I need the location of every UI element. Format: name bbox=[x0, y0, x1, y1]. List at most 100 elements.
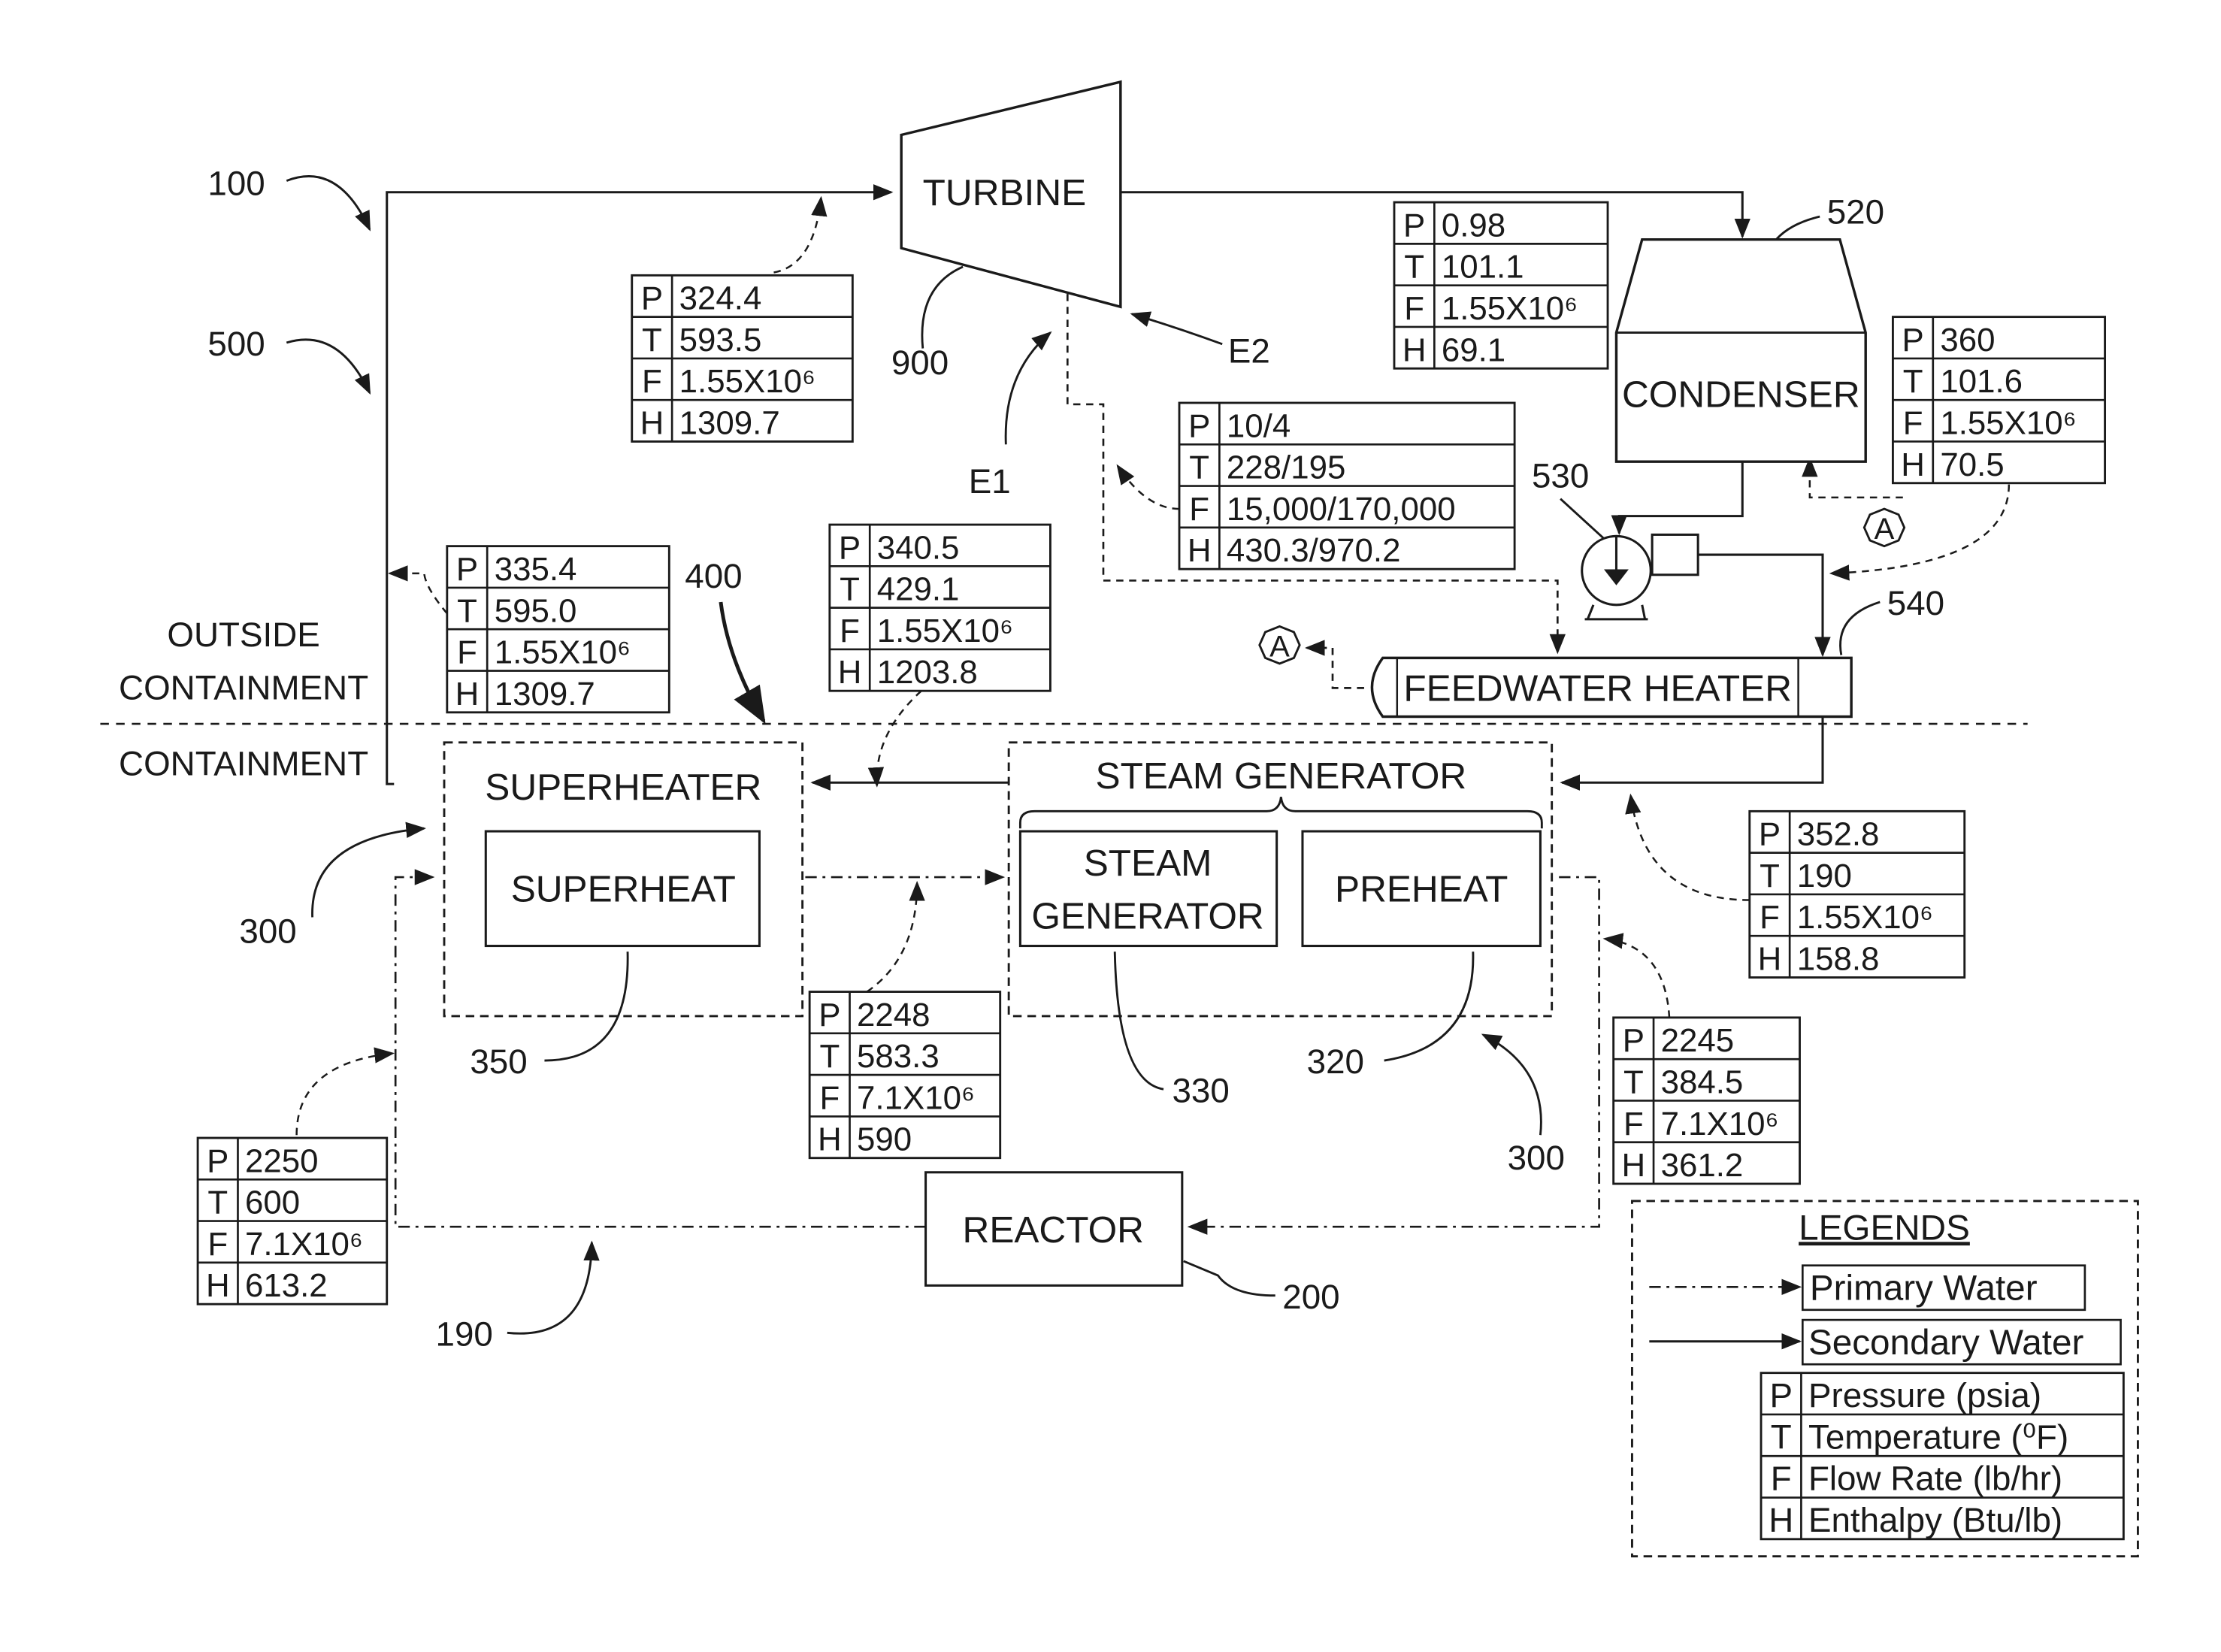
table-key: H bbox=[206, 1267, 230, 1304]
table-value: 384.5 bbox=[1661, 1064, 1744, 1100]
table-key: T bbox=[207, 1185, 228, 1221]
ref-190: 190 bbox=[436, 1315, 493, 1353]
table-key: H bbox=[1758, 941, 1782, 978]
ref-400: 400 bbox=[685, 557, 742, 595]
ref-100: 100 bbox=[207, 165, 265, 203]
table-value: 10/4 bbox=[1227, 407, 1291, 444]
legend-primary-label: Primary Water bbox=[1810, 1268, 2038, 1308]
table-key: F bbox=[1623, 1106, 1644, 1142]
table-value: 1.55X10⁶ bbox=[1797, 899, 1933, 936]
table-value: 1.55X10⁶ bbox=[1442, 290, 1578, 327]
ref-200: 200 bbox=[1282, 1278, 1339, 1316]
table-value: 15,000/170,000 bbox=[1227, 491, 1456, 528]
state-table-sg-steam-outlet: P340.5T429.1F1.55X10⁶H1203.8 bbox=[830, 525, 1051, 691]
table-key: H bbox=[838, 654, 862, 691]
state-table-pump-discharge: P360T101.6F1.55X10⁶H70.5 bbox=[1893, 317, 2105, 483]
table-value: 600 bbox=[245, 1185, 300, 1221]
table-value: 360 bbox=[1940, 322, 1995, 359]
table-value: 1.55X10⁶ bbox=[1940, 405, 2076, 442]
table-key: T bbox=[1404, 249, 1424, 286]
state-table-extraction: P10/4T228/195F15,000/170,000H430.3/970.2 bbox=[1179, 403, 1514, 569]
table-key: T bbox=[819, 1038, 840, 1075]
table-value: 101.6 bbox=[1940, 363, 2023, 400]
table-key: F bbox=[642, 363, 662, 400]
table-key: P bbox=[839, 529, 861, 566]
ref-500: 500 bbox=[207, 325, 265, 363]
table-key: P bbox=[1759, 816, 1781, 853]
condenser-shape bbox=[1616, 240, 1865, 461]
table-value: 590 bbox=[857, 1121, 912, 1158]
table-value: 7.1X10⁶ bbox=[857, 1079, 975, 1116]
table-key: F bbox=[819, 1079, 840, 1116]
steam-generator-brace bbox=[1020, 797, 1542, 828]
table-value: 70.5 bbox=[1940, 446, 2004, 483]
table-key: F bbox=[1760, 899, 1780, 936]
table-key: F bbox=[1404, 290, 1424, 327]
table-key: T bbox=[1760, 858, 1780, 894]
condensate-pump bbox=[1582, 534, 1698, 619]
table-key: T bbox=[1623, 1064, 1644, 1100]
table-key: P bbox=[456, 551, 478, 588]
table-key: H bbox=[1188, 532, 1212, 569]
table-value: 190 bbox=[1797, 858, 1852, 894]
table-value: 593.5 bbox=[679, 322, 762, 359]
ref-320: 320 bbox=[1307, 1042, 1364, 1081]
turbine: TURBINE bbox=[901, 82, 1121, 307]
table-key: F bbox=[457, 634, 477, 671]
ref-e2: E2 bbox=[1228, 332, 1270, 371]
ref-540: 540 bbox=[1887, 584, 1944, 622]
table-value: 1309.7 bbox=[679, 405, 780, 442]
table-value: 7.1X10⁶ bbox=[245, 1226, 363, 1263]
state-table-superheater-outlet: P335.4T595.0F1.55X10⁶H1309.7 bbox=[447, 546, 670, 713]
table-key: P bbox=[1188, 407, 1210, 444]
table-key: P bbox=[1623, 1022, 1645, 1059]
table-key: H bbox=[1901, 446, 1925, 483]
ref-300: 300 bbox=[1508, 1139, 1565, 1177]
region-labels: OUTSIDE CONTAINMENT CONTAINMENT bbox=[119, 616, 368, 783]
table-value: Pressure (psia) bbox=[1808, 1376, 2041, 1414]
feedwater-heater-label: FEEDWATER HEATER bbox=[1403, 667, 1792, 710]
table-value: 7.1X10⁶ bbox=[1661, 1106, 1779, 1142]
reactor: REACTOR bbox=[926, 1172, 1182, 1286]
table-value: 352.8 bbox=[1797, 816, 1880, 853]
legend-title: LEGENDS bbox=[1799, 1208, 1970, 1248]
outside-containment-label-2: CONTAINMENT bbox=[119, 669, 368, 707]
table-key: P bbox=[1403, 207, 1425, 244]
table-key: P bbox=[819, 997, 840, 1033]
table-value: 340.5 bbox=[877, 529, 960, 566]
reactor-label: REACTOR bbox=[963, 1209, 1144, 1251]
table-key: H bbox=[818, 1121, 842, 1158]
table-value: 228/195 bbox=[1227, 449, 1345, 486]
superheat-label: SUPERHEAT bbox=[511, 867, 736, 909]
table-key: P bbox=[1902, 322, 1923, 359]
table-value: 1.55X10⁶ bbox=[495, 634, 631, 671]
table-value: Enthalpy (Btu/lb) bbox=[1808, 1501, 2062, 1539]
table-key: T bbox=[642, 322, 662, 359]
table-value: Temperature (⁰F) bbox=[1808, 1418, 2068, 1456]
svg-text:A: A bbox=[1269, 630, 1290, 663]
table-key: T bbox=[1903, 363, 1923, 400]
table-key: F bbox=[1189, 491, 1209, 528]
table-value: 2245 bbox=[1661, 1022, 1735, 1059]
condenser: CONDENSER bbox=[1616, 240, 1865, 461]
table-value: 101.1 bbox=[1442, 249, 1524, 286]
superheater: SUPERHEATER SUPERHEAT bbox=[444, 743, 803, 1016]
table-key: T bbox=[840, 571, 860, 608]
table-key: T bbox=[1771, 1418, 1792, 1456]
table-value: 69.1 bbox=[1442, 331, 1505, 368]
outside-containment-label: OUTSIDE bbox=[167, 616, 319, 654]
table-value: 158.8 bbox=[1797, 941, 1880, 978]
state-table-superheater-primary-outlet: P2248T583.3F7.1X10⁶H590 bbox=[809, 992, 1000, 1158]
ref-300: 300 bbox=[239, 912, 296, 951]
table-key: F bbox=[207, 1226, 228, 1263]
ref-530: 530 bbox=[1532, 456, 1589, 495]
table-value: 1.55X10⁶ bbox=[679, 363, 815, 400]
turbine-label: TURBINE bbox=[923, 171, 1086, 213]
state-table-primary-return: P2245T384.5F7.1X10⁶H361.2 bbox=[1614, 1018, 1800, 1184]
table-key: H bbox=[1769, 1501, 1793, 1539]
table-key: H bbox=[1402, 331, 1427, 368]
table-key: P bbox=[207, 1142, 228, 1179]
svg-text:A: A bbox=[1875, 513, 1895, 546]
ref-520: 520 bbox=[1827, 193, 1884, 231]
